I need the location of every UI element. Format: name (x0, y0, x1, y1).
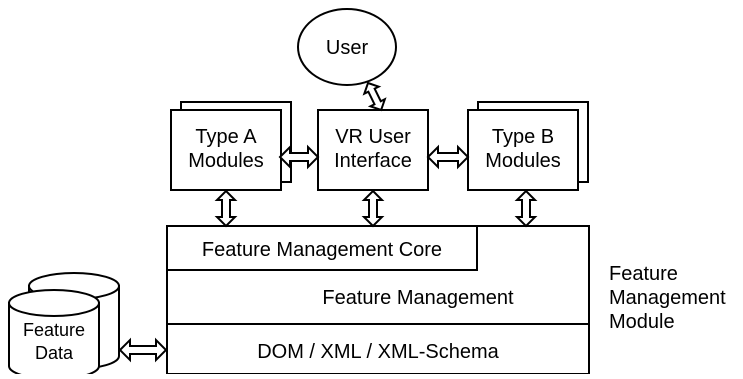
vr-user-interface-node (317, 109, 429, 191)
data-store-label-line2: Data (35, 343, 74, 363)
type-b-modules-node (467, 109, 579, 191)
type-b-label-line1: Type B (492, 126, 554, 148)
module-caption-line1: Feature (609, 263, 678, 285)
user-label: User (326, 37, 369, 59)
data-module-arrow (118, 337, 168, 363)
vr-ui-label-line2: Interface (334, 150, 412, 172)
type-a-modules-node (170, 109, 282, 191)
module-caption-line2: Management (609, 287, 726, 309)
ui-core-arrow (361, 189, 385, 228)
type-a-core-arrow (214, 189, 238, 228)
feature-data-store (8, 272, 120, 379)
ui-type-b-arrow (426, 144, 470, 170)
vr-ui-label-line1: VR User (335, 126, 411, 148)
type-b-core-arrow (514, 189, 538, 228)
type-b-label-line2: Modules (485, 150, 561, 172)
dom-label: DOM / XML / XML-Schema (257, 341, 499, 363)
data-store-label-line1: Feature (23, 320, 85, 340)
management-label: Feature Management (322, 287, 514, 309)
type-a-label-line2: Modules (188, 150, 264, 172)
core-label: Feature Management Core (202, 239, 442, 261)
type-a-label-line1: Type A (195, 126, 257, 148)
module-caption-line3: Module (609, 311, 675, 333)
type-a-ui-arrow (278, 144, 320, 170)
user-ui-arrow (362, 81, 387, 112)
user-node (297, 8, 397, 86)
feature-management-core-node (166, 225, 478, 271)
